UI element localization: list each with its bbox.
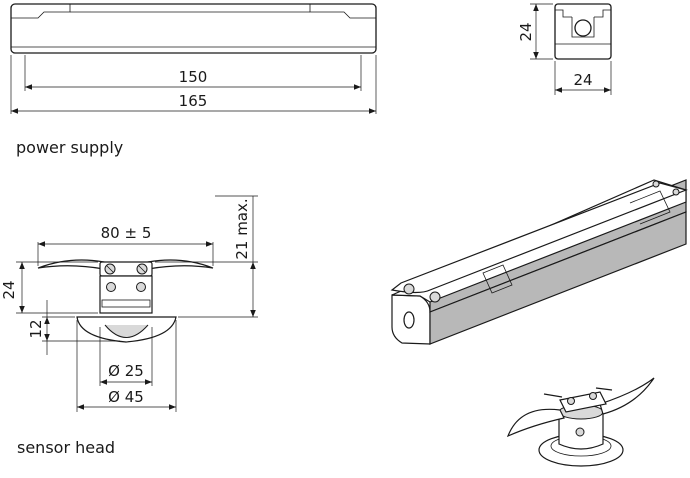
dim-label-cap-height: 12 (27, 319, 45, 338)
dim-label-165: 165 (179, 92, 208, 110)
dim-label-end-height: 24 (517, 22, 535, 41)
dim-label-small-dia: Ø 25 (108, 362, 144, 380)
dim-label-large-dia: Ø 45 (108, 388, 144, 406)
sensor-head-side-view: 80 ± 5 21 max. 24 12 Ø 25 Ø 45 (0, 195, 258, 412)
dim-label-max-height: 21 max. (233, 198, 251, 259)
power-supply-caption: power supply (16, 138, 123, 157)
power-supply-side-view: 150 165 (10, 3, 377, 114)
dim-label-end-width: 24 (573, 71, 592, 89)
dim-label-span: 80 ± 5 (101, 224, 152, 242)
sensor-head-isometric-view (506, 377, 655, 467)
sensor-head-caption: sensor head (17, 438, 115, 457)
dim-label-150: 150 (179, 68, 208, 86)
power-supply-end-view: 24 24 (517, 3, 612, 95)
power-supply-isometric-view (390, 179, 688, 345)
dim-label-body-height: 24 (0, 280, 18, 299)
